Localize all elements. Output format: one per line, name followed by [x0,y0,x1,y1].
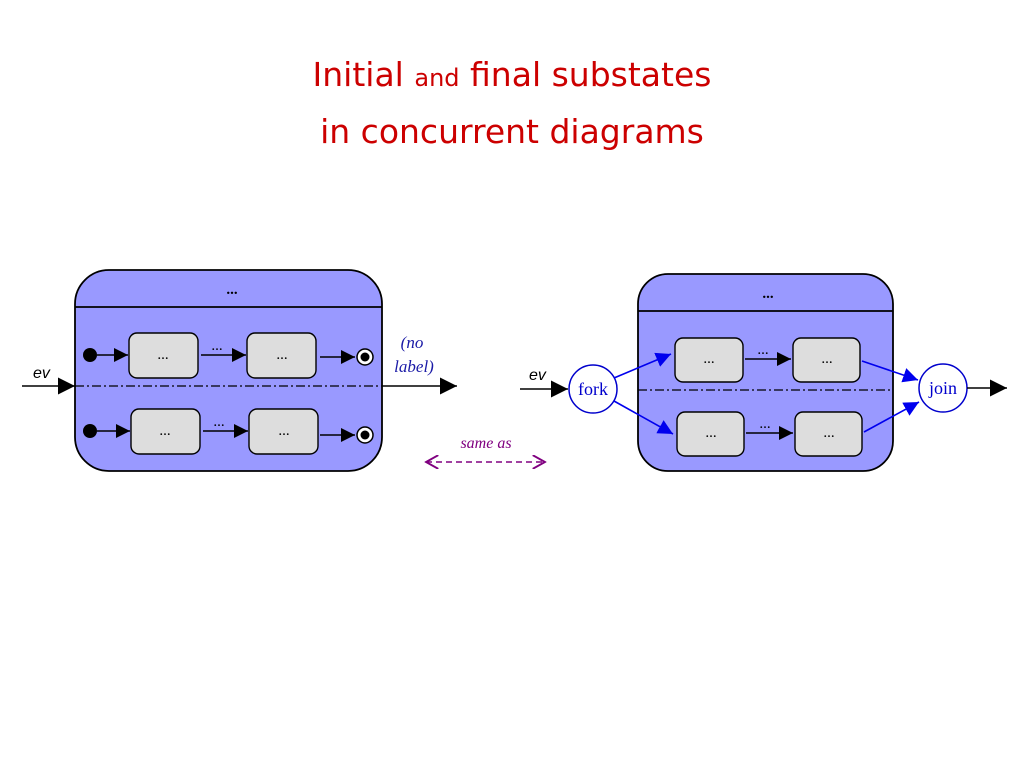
initial-pseudostate [83,348,97,362]
left-composite-title: ... [226,282,238,298]
fork-arrow-bottom [613,400,674,435]
transition-label: ... [759,416,770,432]
substate-box [248,408,319,455]
fork-node [568,364,618,414]
fork-label: fork [578,379,608,399]
join-label: join [928,378,957,398]
substate-box [246,332,317,379]
transition-label: ... [757,342,768,358]
right-event-label: ev [529,367,547,384]
title-line-1: Initial and final substates [0,48,1024,105]
right-bottom-region: ... ... ... [676,411,863,457]
left-diagram: ... ev (no label) ... ... ... [22,269,457,472]
same-as-label: same as [460,435,511,452]
substate-box [794,411,863,457]
substate-label: ... [159,423,170,439]
substate-label: ... [703,351,714,367]
right-composite-title: ... [762,286,774,302]
title-line-2: in concurrent diagrams [320,112,704,151]
transition-label: ... [211,338,222,354]
right-top-region: ... ... ... [674,337,861,383]
right-diagram: ... ev fork ... ... ... ... ... ... [520,273,1007,472]
substate-label: ... [823,425,834,441]
left-top-region: ... ... ... [83,332,374,379]
substate-label: ... [705,425,716,441]
substate-box [676,411,745,457]
fork-arrow-top [613,352,672,379]
join-arrow-bottom [863,401,920,433]
substate-box [128,332,199,379]
initial-pseudostate [83,424,97,438]
substate-box [130,408,201,455]
transition-label: ... [213,414,224,430]
same-as-relation: same as [426,435,545,462]
final-state-core [360,352,370,362]
left-event-label: ev [33,365,51,382]
left-bottom-region: ... ... ... [83,408,374,455]
substate-box [792,337,861,383]
title-word-and: and [414,64,460,92]
substate-box [674,337,744,383]
final-state-core [360,430,370,440]
left-exit-label-line1: (no [401,333,424,352]
left-composite-state [74,269,383,472]
left-exit-label-line2: label) [394,357,434,376]
substate-label: ... [157,347,168,363]
substate-label: ... [278,423,289,439]
join-arrow-top [861,360,919,383]
substate-label: ... [276,347,287,363]
slide-title: Initial and final substates in concurren… [0,48,1024,159]
title-word-final-substates: final substates [470,55,712,94]
substate-label: ... [821,351,832,367]
title-word-initial: Initial [312,55,404,94]
